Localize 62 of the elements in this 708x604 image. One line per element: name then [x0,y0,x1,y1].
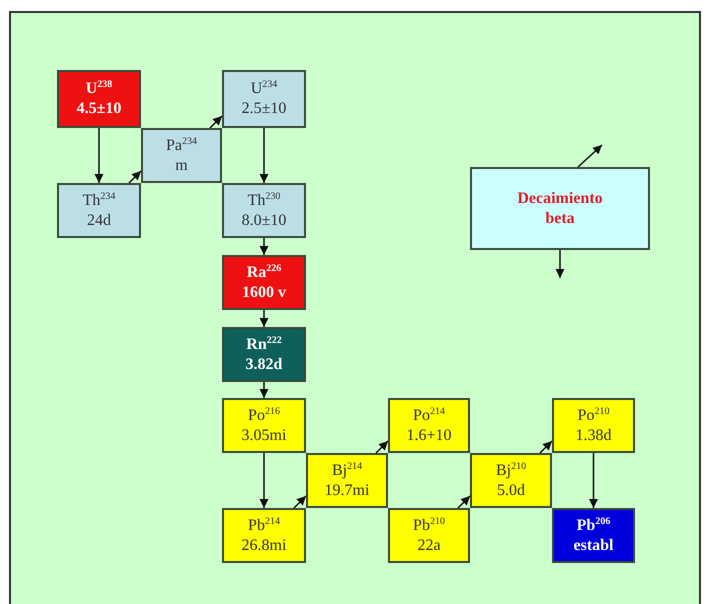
decay-arrow [128,170,142,184]
nuclide-box [222,327,306,382]
half-life-label: 3.82d [246,354,282,374]
decay-arrow [260,310,268,327]
half-life-label: establ [574,536,614,556]
half-life-label: m [175,156,188,176]
isotope-label: U$^{234}$ [250,79,278,99]
decay-arrow [260,382,268,398]
nuclide-box [552,508,635,563]
decay-arrow [556,250,564,278]
isotope-label: Po$^{216}$ [248,406,280,426]
isotope-label: Th$^{234}$ [82,190,116,210]
decay-arrow [457,495,471,509]
nuclide-box [222,508,306,563]
half-life-label: 2.5±10 [242,99,286,119]
isotope-label: U$^{238}$ [86,79,112,99]
nuclide-box [57,183,141,238]
decay-arrow [578,144,602,168]
nuclide-box [306,453,388,508]
half-life-label: 24d [87,210,111,230]
half-life-label: 22a [417,536,441,556]
nuclide-box [222,398,306,453]
isotope-label: Pb$^{214}$ [248,516,280,536]
nuclide-box [552,398,635,453]
decay-arrow [539,440,553,454]
half-life-label: 19.7mi [324,480,370,500]
nuclide-box [57,70,141,128]
half-life-label: 1.6+10 [406,426,452,446]
half-life-label: 5.0d [497,480,525,500]
decay-arrow [209,115,223,129]
decay-arrow [260,238,268,255]
isotope-label: Bj$^{214}$ [332,460,362,480]
nuclide-box [388,398,470,453]
isotope-label: Pb$^{210}$ [413,516,445,536]
half-life-label: 3.05mi [242,426,286,446]
decay-arrow [94,128,104,183]
half-life-label: 26.8mi [242,536,286,556]
decay-arrow [293,495,307,509]
nuclide-box [470,453,552,508]
half-life-label: 4.5±10 [76,99,122,119]
isotope-label: Po$^{214}$ [413,406,445,426]
isotope-label: Th$^{230}$ [248,190,280,210]
isotope-label: Rn$^{222}$ [246,334,282,354]
half-life-label: 8.0±10 [242,210,286,230]
isotope-label: Pa$^{234}$ [166,136,197,156]
nuclide-box [222,183,306,238]
legend-box [470,167,650,250]
decay-arrow [260,128,268,183]
isotope-label: Bj$^{210}$ [496,460,526,480]
isotope-label: Po$^{210}$ [578,406,610,426]
half-life-label: 1.38d [576,426,612,446]
nuclide-box [222,255,306,310]
nuclide-box [141,128,222,183]
isotope-label: Ra$^{226}$ [246,262,282,282]
decay-arrow [260,453,268,508]
nuclide-box [388,508,470,563]
decay-arrow [589,453,598,508]
decay-arrow [375,440,389,454]
half-life-label: 1600 v [242,282,286,302]
nuclide-box [222,70,306,128]
isotope-label: Decaimiento beta [516,188,604,228]
isotope-label: Pb$^{206}$ [576,516,610,536]
